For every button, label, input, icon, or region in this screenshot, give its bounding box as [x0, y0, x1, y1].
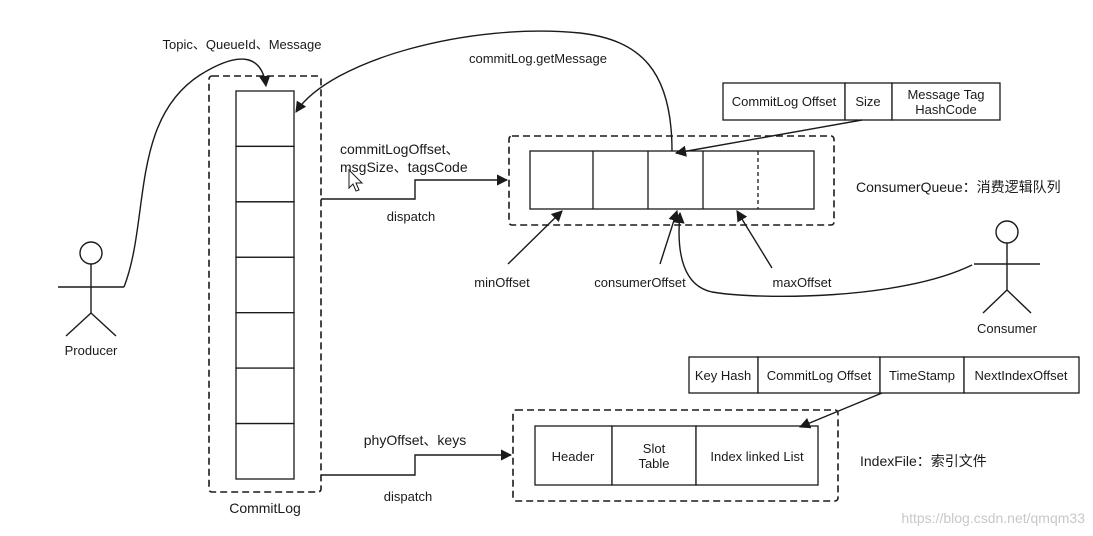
cq-dispatch-top-line2: msgSize、tagsCode — [340, 159, 468, 175]
idx-entry-field-commitlog-offset-text: CommitLog Offset — [767, 368, 872, 383]
indexfile-entry-table: Key Hash CommitLog Offset TimeStamp Next… — [688, 356, 1080, 394]
idx-entry-field-next-index-offset-text: NextIndexOffset — [975, 368, 1068, 383]
consumer-label: Consumer — [977, 321, 1038, 336]
cq-dispatch-top-line1: commitLogOffset、 — [340, 141, 460, 157]
idx-entry-pointer-arrow — [798, 392, 883, 429]
consumer-leg-right — [1006, 289, 1032, 314]
consumer-offset-label: consumerOffset — [594, 275, 686, 290]
consumer-actor: Consumer — [974, 220, 1040, 336]
consumer-offset-arrow — [659, 209, 680, 265]
commitlog-cell — [235, 312, 295, 369]
indexfile-section-index-list — [695, 425, 819, 486]
commitlog-cell — [235, 201, 295, 258]
cq-entry-pointer-arrow — [674, 119, 863, 157]
cq-entry-field-commitlog-offset-text: CommitLog Offset — [732, 94, 837, 109]
indexfile-section-slot-table-wrap: Slot Table — [638, 440, 670, 471]
producer-label: Producer — [65, 343, 118, 358]
get-message-arrow — [295, 30, 673, 152]
consumequeue-entry-table: CommitLog Offset Size Message Tag HashCo… — [722, 82, 1001, 121]
cq-entry-field-size-text: Size — [855, 94, 880, 109]
consumequeue-cell-dividers — [592, 151, 759, 209]
cq-entry-field-tag-hashcode-wrap: Message Tag HashCode — [907, 86, 985, 117]
mouse-cursor-icon — [348, 168, 364, 192]
commitlog-cell — [235, 256, 295, 314]
consumequeue-group: ConsumerQueue：消费逻辑队列 — [508, 135, 1061, 226]
producer-leg-right — [90, 312, 117, 337]
indexfile-section-slot-table-text: Slot Table — [638, 440, 670, 471]
indexfile-label: IndexFile：索引文件 — [860, 453, 987, 469]
cq-entry-field-commitlog-offset — [722, 82, 846, 121]
consumer-head-icon — [995, 220, 1019, 244]
min-offset-arrow — [507, 210, 563, 265]
cq-entry-field-tag-hashcode — [891, 82, 1001, 121]
commitlog-cells — [235, 90, 295, 480]
get-message-label: commitLog.getMessage — [469, 51, 607, 66]
max-offset-arrow — [736, 210, 773, 269]
idx-entry-field-key-hash-text: Key Hash — [695, 368, 751, 383]
commitlog-group: CommitLog — [208, 75, 322, 516]
indexfile-dashed-frame — [512, 409, 839, 502]
commitlog-cell — [235, 145, 295, 203]
indexfile-group: Header Slot Table Index linked List Inde… — [512, 409, 987, 502]
producer-actor: Producer — [58, 241, 124, 358]
commitlog-label: CommitLog — [229, 500, 301, 516]
consumequeue-bar — [529, 150, 815, 210]
producer-write-label: Topic、QueueId、Message — [163, 37, 322, 52]
indexfile-section-header — [534, 425, 613, 486]
consumer-leg-left — [982, 289, 1008, 314]
commitlog-cell — [235, 367, 295, 425]
idx-entry-field-next-index-offset — [963, 356, 1080, 394]
cq-dispatch-bottom: dispatch — [387, 209, 435, 224]
idx-entry-field-commitlog-offset — [757, 356, 881, 394]
indexfile-section-header-text: Header — [552, 449, 595, 464]
min-offset-label: minOffset — [474, 275, 530, 290]
watermark: https://blog.csdn.net/qmqm33 — [901, 510, 1085, 526]
commitlog-cell — [235, 422, 295, 480]
idx-entry-field-key-hash — [688, 356, 759, 394]
consumer-to-offset-arrow — [673, 211, 973, 297]
idx-dispatch-bottom: dispatch — [384, 489, 432, 504]
cq-entry-field-size — [844, 82, 893, 121]
max-offset-label: maxOffset — [772, 275, 831, 290]
commitlog-to-consumequeue-dispatch-arrow — [321, 174, 509, 200]
consumequeue-label: ConsumerQueue：消费逻辑队列 — [856, 179, 1061, 195]
producer-to-commitlog-arrow — [123, 58, 271, 288]
cq-entry-field-tag-hashcode-text: Message Tag HashCode — [907, 86, 985, 117]
idx-dispatch-top: phyOffset、keys — [364, 432, 466, 448]
commitlog-to-indexfile-dispatch-arrow — [321, 449, 513, 476]
producer-head-icon — [79, 241, 103, 265]
indexfile-section-slot-table — [611, 425, 697, 486]
idx-entry-field-timestamp — [879, 356, 965, 394]
indexfile-section-index-list-text: Index linked List — [710, 449, 804, 464]
producer-leg-left — [65, 312, 92, 337]
commitlog-dashed-frame — [208, 75, 322, 493]
idx-entry-field-timestamp-text: TimeStamp — [889, 368, 955, 383]
commitlog-cell — [235, 90, 295, 148]
